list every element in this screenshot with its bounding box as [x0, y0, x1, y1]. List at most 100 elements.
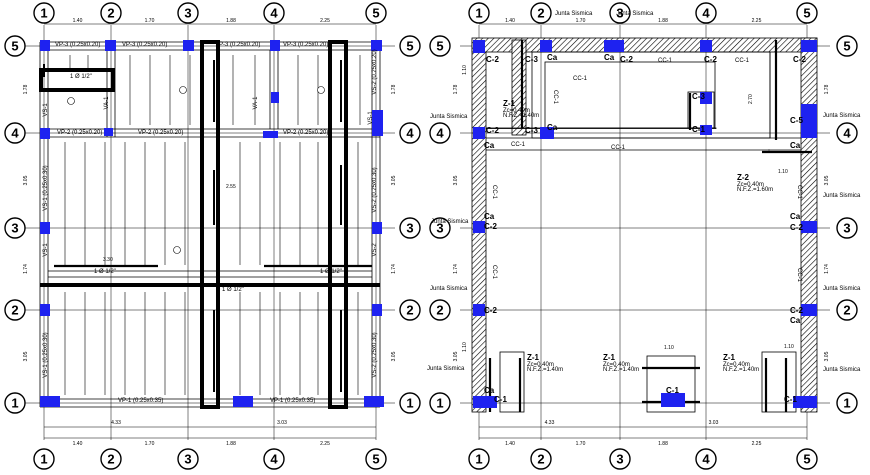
right-bottom-dim: 1.40	[505, 441, 515, 447]
column-tag: C-3	[525, 126, 538, 135]
vertical-beam-label: VS-1	[43, 243, 49, 257]
column-tag: C-2	[486, 126, 499, 135]
right-grid-bubble-left-4: 4	[436, 126, 444, 141]
column-tag: Ca	[790, 316, 801, 325]
rebar-label: 1 Ø 1/2"	[70, 74, 92, 80]
beam-label: VP-2 (0.25x0.20)	[138, 130, 183, 136]
right-grid-bubble-right-4-circle	[836, 122, 858, 144]
left-grid-bubble-left-3-circle	[4, 217, 26, 239]
right-grid-bubble-bottom-2: 2	[537, 452, 544, 467]
left-bottom-subtotal: 4.33	[111, 420, 121, 426]
vertical-beam-label: VS-1 (0.25x0.30)	[43, 332, 49, 377]
tie-beam-label: CC-1	[573, 76, 588, 82]
tie-beam-label: CC-1	[796, 185, 802, 200]
left-side-dim: 1.74	[23, 264, 29, 274]
right-side-dim: 1.78	[824, 84, 830, 94]
right-grid-bubble-top-3-circle	[609, 2, 631, 24]
left-bottom-subtotal: 3.03	[277, 420, 287, 426]
detail-marker	[179, 86, 187, 94]
beam-label: VP-3 (0.25x0.20)	[55, 42, 100, 48]
right-grid-bubble-bottom-5: 5	[803, 452, 810, 467]
vertical-beam-label: VS-1 (0.25x0.30)	[43, 165, 49, 210]
right-grid-bubble-left-1-circle	[429, 392, 451, 414]
right-bottom-dim: 2.25	[752, 441, 762, 447]
right-grid-bubble-bottom-4-circle	[695, 448, 717, 470]
tie-beam-label: CC-1	[491, 185, 497, 200]
column-tag: C-2	[790, 223, 803, 232]
seismic-joint-label: Junta Sismica	[616, 11, 654, 17]
left-grid-bubble-right-5: 5	[406, 39, 413, 54]
seismic-joint-label: Junta Sismica	[555, 11, 593, 17]
right-side-dim: 1.74	[824, 264, 830, 274]
footing-level: N.F.Z.=1.60m	[737, 187, 773, 193]
right-top-dim: 1.40	[505, 18, 515, 24]
footing-label: Z-2	[737, 173, 750, 182]
right-grid-bubble-bottom-2-circle	[530, 448, 552, 470]
right-grid-bubble-bottom-3-circle	[609, 448, 631, 470]
left-grid-bubble-top-5-circle	[365, 2, 387, 24]
column-tag: C-2	[484, 222, 497, 231]
right-grid-bubble-top-3: 3	[616, 6, 623, 21]
beam-label: VP-2 (0.25x0.20)	[283, 130, 328, 136]
left-grid-bubble-left-2-circle	[4, 299, 26, 321]
right-grid-bubble-bottom-5-circle	[796, 448, 818, 470]
tie-beam-label: CC-1	[552, 90, 558, 105]
rebar-label: 1 Ø 1/2"	[222, 287, 244, 293]
column-tag: Ca	[547, 53, 558, 62]
left-grid-bubble-top-2-circle	[100, 2, 122, 24]
left-grid-bubble-top-4-circle	[263, 2, 285, 24]
seismic-joint-label: Junta Sismica	[427, 366, 465, 372]
left-top-dim: 1.88	[226, 18, 236, 24]
column-tag: C-5	[790, 116, 803, 125]
left-bottom-dim: 1.88	[226, 441, 236, 447]
footing-depth: Zc=0.40m	[527, 362, 554, 368]
seismic-joint-label: Junta Sismica	[823, 367, 861, 373]
right-grid-bubble-right-1-circle	[836, 392, 858, 414]
left-top-dim: 1.70	[145, 18, 155, 24]
right-bottom-subtotal: 4.33	[545, 420, 555, 426]
left-grid-bubble-right-2-circle	[399, 299, 421, 321]
right-grid-bubble-right-4: 4	[843, 126, 851, 141]
right-grid-bubble-right-3-circle	[836, 217, 858, 239]
right-grid-bubble-left-3: 3	[436, 221, 443, 236]
column-tag: C-1	[784, 395, 797, 404]
right-grid-bubble-top-5-circle	[796, 2, 818, 24]
left-grid-bubble-right-4: 4	[406, 126, 414, 141]
right-grid-bubble-bottom-1: 1	[475, 452, 482, 467]
left-side-dim: 1.78	[453, 84, 459, 94]
tie-beam-label: CC-1	[491, 265, 497, 280]
right-side-dim: 3.05	[824, 351, 830, 361]
left-grid-bubble-left-2: 2	[11, 303, 18, 318]
footing-depth: Zc=0.40m	[737, 182, 764, 188]
beam-label: VP-3 (0.25x0.20)	[215, 42, 260, 48]
left-grid-bubble-bottom-1: 1	[40, 452, 47, 467]
right-grid-bubble-top-1: 1	[475, 6, 482, 21]
right-grid-bubble-top-5: 5	[803, 6, 810, 21]
detail-marker	[173, 246, 181, 254]
footing-level: N.F.Z.=1.40m	[527, 367, 563, 373]
left-grid-bubble-right-2: 2	[406, 303, 413, 318]
left-side-dim: 3.05	[453, 351, 459, 361]
right-grid-bubble-top-2-circle	[530, 2, 552, 24]
left-grid-bubble-bottom-2: 2	[107, 452, 114, 467]
left-bottom-dim: 2.25	[320, 441, 330, 447]
right-grid-bubble-right-3: 3	[843, 221, 850, 236]
right-foundation-plan	[460, 25, 830, 440]
seismic-joint-label: Junta Sismica	[823, 113, 861, 119]
right-grid-bubble-left-4-circle	[429, 122, 451, 144]
column-tag: C-1	[692, 125, 705, 134]
tie-beam-label: CC-1	[796, 268, 802, 283]
beam-label: VP-3 (0.25x0.20)	[283, 42, 328, 48]
interior-dim: 1.10	[462, 342, 468, 352]
beam-label: VP-1 (0.25x0.35)	[270, 398, 315, 404]
column-tag: Ca	[604, 53, 615, 62]
right-top-dim: 1.88	[658, 18, 668, 24]
left-grid-bubble-left-1-circle	[4, 392, 26, 414]
left-grid-bubble-left-3: 3	[11, 221, 18, 236]
beam-label: VP-2 (0.25x0.20)	[57, 130, 102, 136]
right-grid-bubble-right-5-circle	[836, 35, 858, 57]
right-bottom-dim: 1.70	[576, 441, 586, 447]
